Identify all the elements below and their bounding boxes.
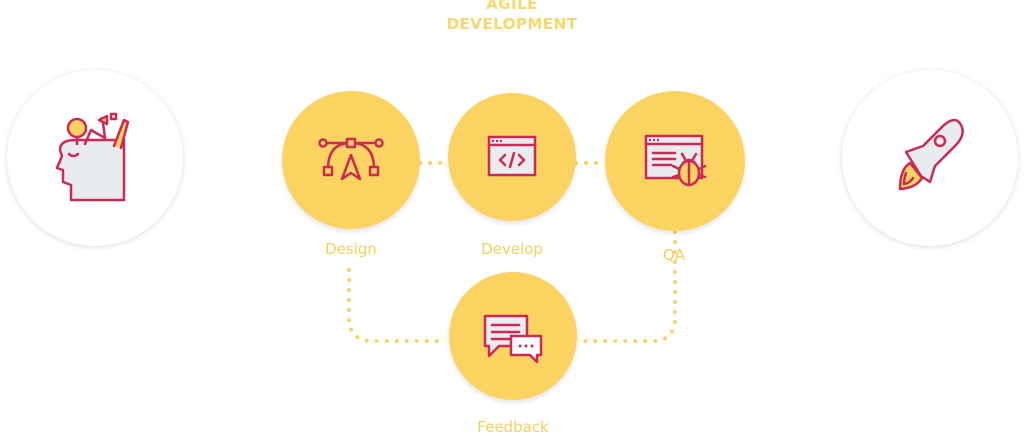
launch-circle [842,70,1018,246]
feedback-label: Feedback [477,418,549,436]
design-stage [282,91,420,229]
develop-label: Develop [481,240,543,258]
title-line-1: AGILE [486,0,538,13]
title-line-2: DEVELOPMENT [446,15,578,33]
develop-stage [448,93,576,221]
connector-design-feedback [347,268,448,343]
vector-pen-icon [318,137,384,181]
code-window-icon [487,135,537,177]
chat-bubbles-icon [483,314,543,364]
qa-label: QA [662,246,686,264]
qa-stage [605,91,745,231]
feedback-stage [449,272,577,400]
rocket-icon [898,118,964,191]
diagram-title: AGILE DEVELOPMENT [412,0,612,34]
ideation-circle [7,70,183,246]
design-label: Design [325,240,377,258]
bug-window-icon [644,134,707,187]
creative-head-icon [55,112,130,202]
